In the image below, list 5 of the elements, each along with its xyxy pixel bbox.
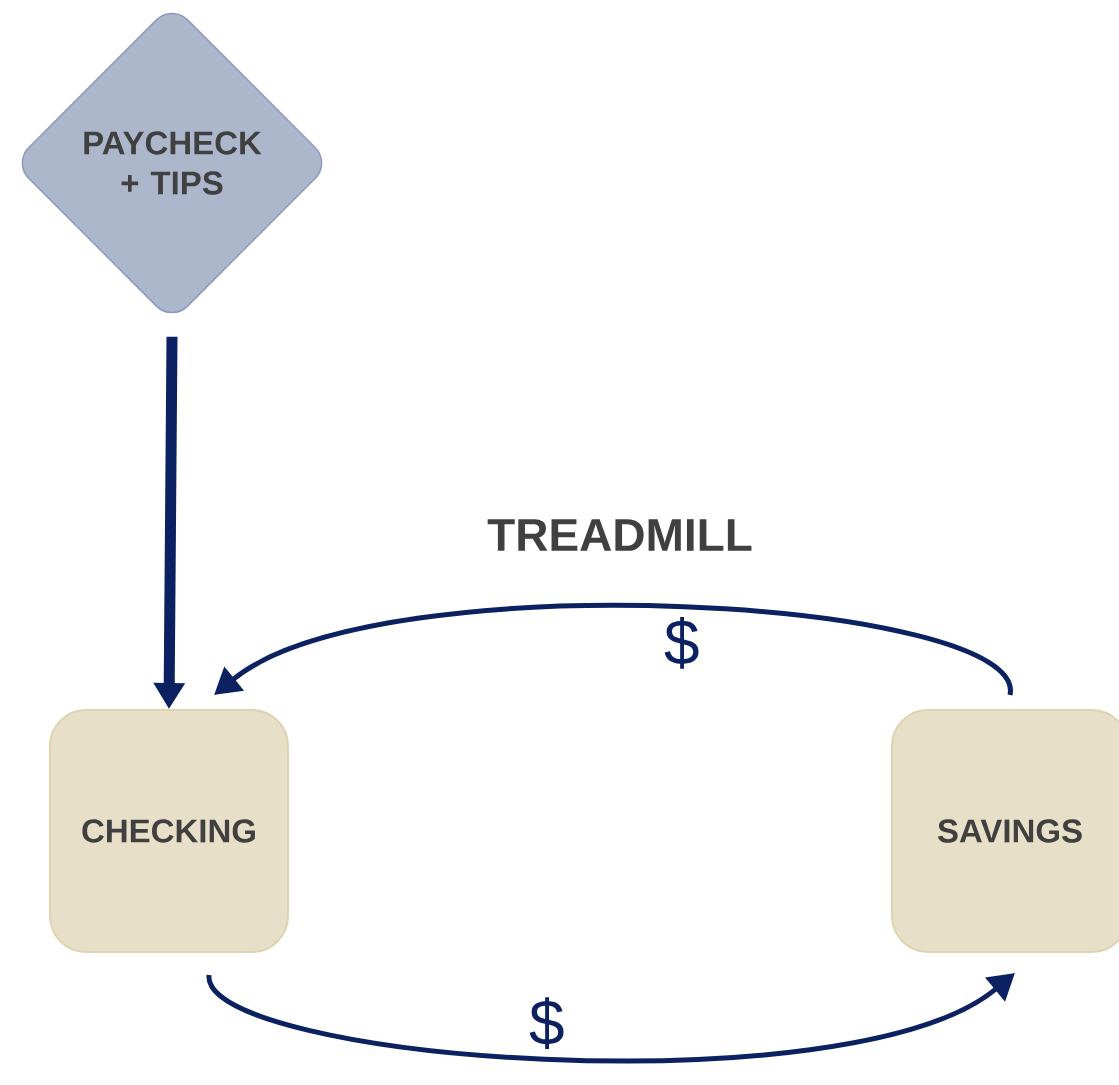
edge-label: $ [661,614,702,671]
edge-label: $ [526,995,567,1052]
account-box: SAVINGS [891,709,1119,953]
account-box: CHECKING [49,709,289,953]
loop-title: TREADMILL [487,519,752,551]
